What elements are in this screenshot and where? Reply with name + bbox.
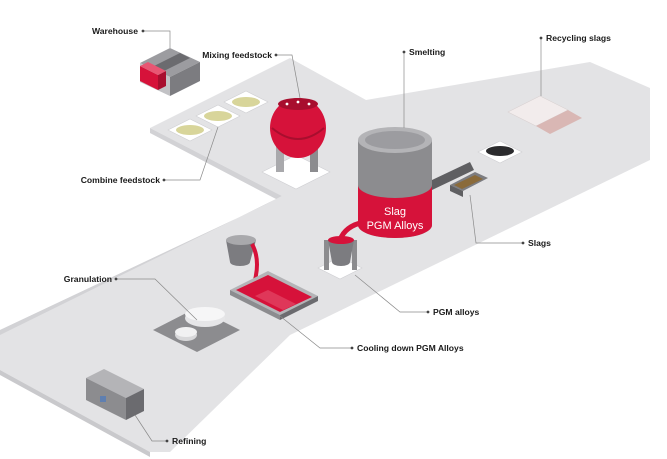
recycling-slags <box>507 95 582 134</box>
leader-dots <box>114 29 543 443</box>
label-recycling-slags: Recycling slags <box>546 33 611 43</box>
leader-lines <box>116 30 542 442</box>
label-smelting: Smelting <box>409 47 445 57</box>
label-warehouse: Warehouse <box>92 26 138 36</box>
floor-front-edge <box>0 370 150 457</box>
label-combine-feedstock: Combine feedstock <box>81 175 160 185</box>
label-pgm-alloys: PGM alloys <box>433 307 480 317</box>
furnace-text-pgm: PGM Alloys <box>367 220 424 232</box>
warehouse-building <box>140 48 200 96</box>
label-slags: Slags <box>528 238 551 248</box>
slag-chute <box>432 162 488 197</box>
furnace-text-slag: Slag <box>384 206 406 218</box>
granulation-station <box>153 307 240 352</box>
pgm-ladle <box>317 236 363 280</box>
smelting-furnace: Slag PGM Alloys <box>358 127 432 238</box>
label-cooling-down: Cooling down PGM Alloys <box>357 343 464 353</box>
warehouse-red-wing <box>140 66 158 90</box>
cooling-tray <box>230 271 318 320</box>
refining-cabinet <box>86 369 144 420</box>
label-refining: Refining <box>172 436 206 446</box>
mixer <box>261 98 331 190</box>
label-mixing-feedstock: Mixing feedstock <box>202 50 272 60</box>
label-granulation: Granulation <box>64 274 112 284</box>
process-labels: Warehouse Mixing feedstock Smelting Recy… <box>64 26 611 446</box>
slag-pile <box>477 140 523 164</box>
feedstock-piles <box>167 90 269 142</box>
